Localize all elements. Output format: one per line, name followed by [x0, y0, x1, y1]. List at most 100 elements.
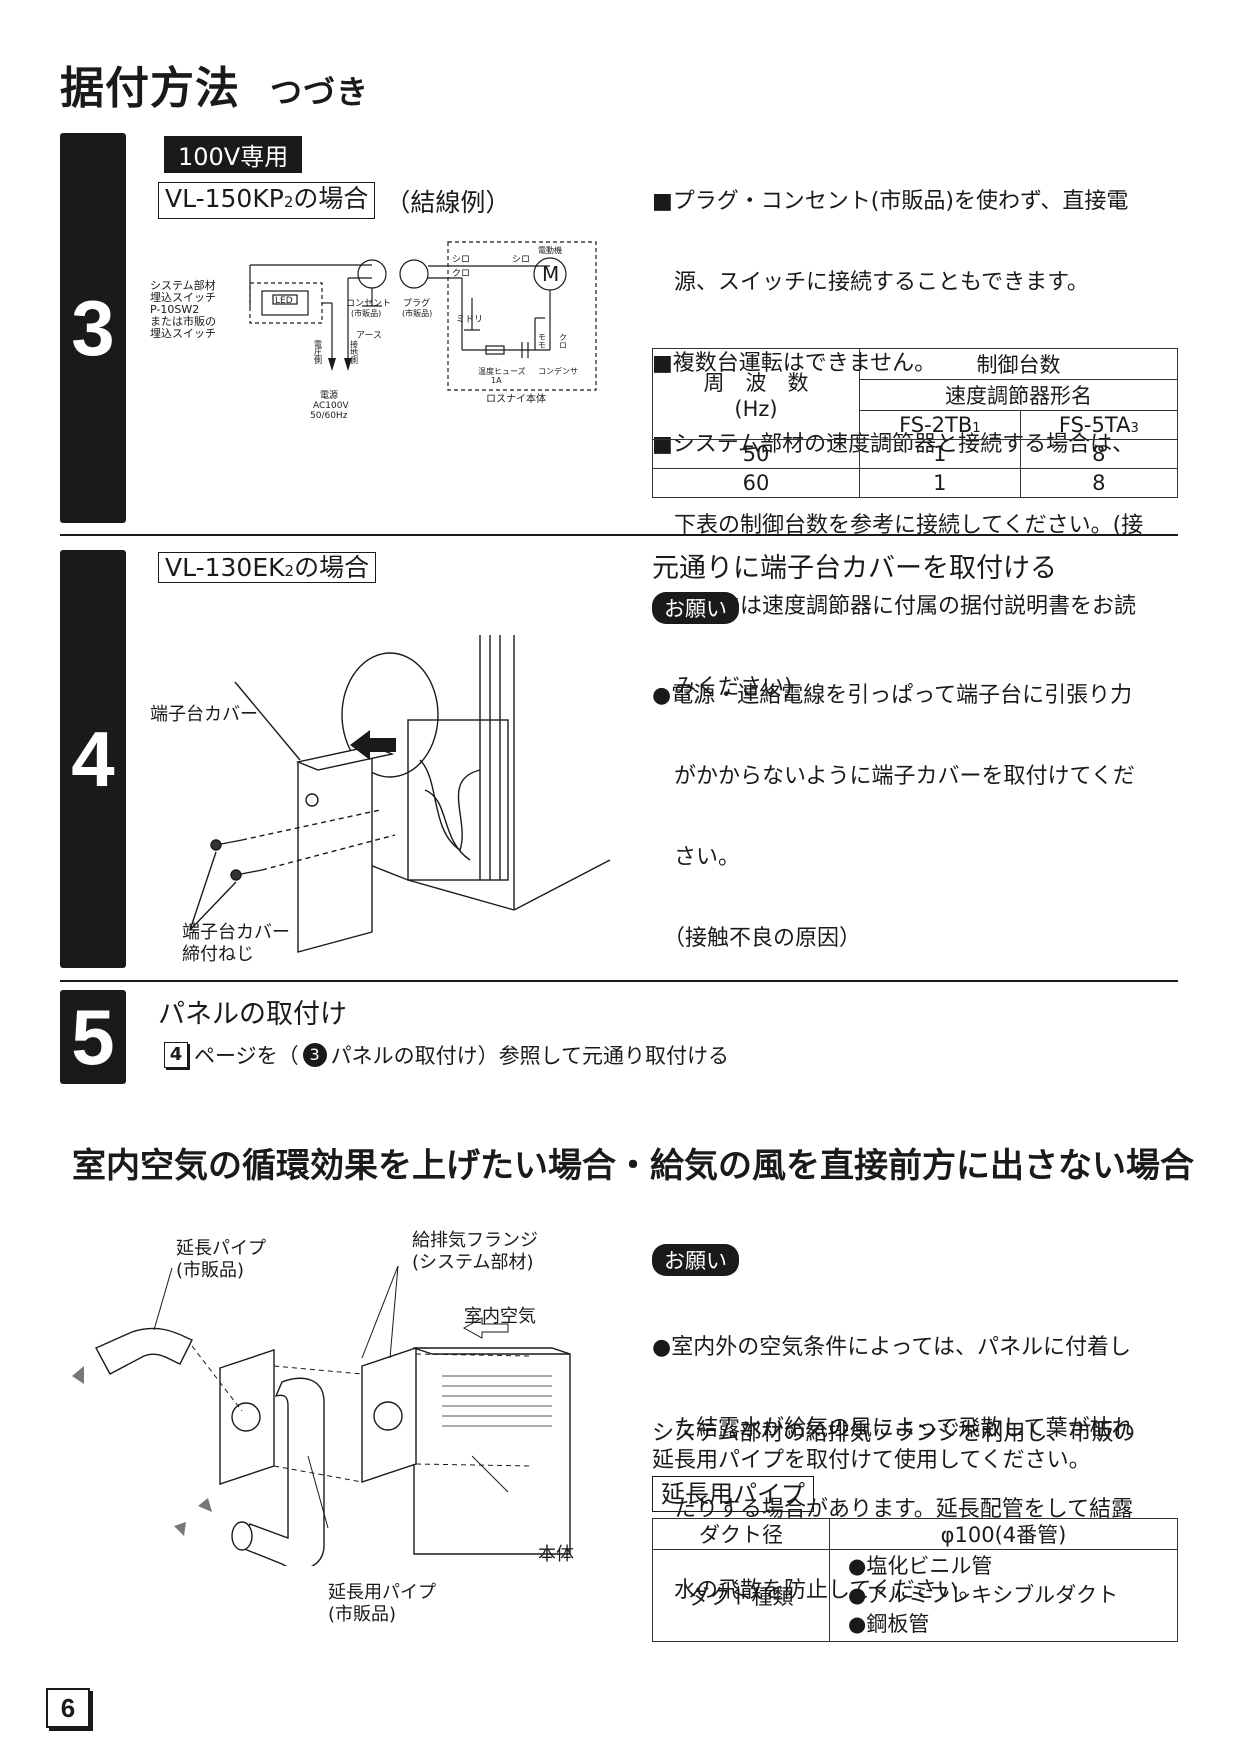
led-box [272, 294, 298, 305]
switch-label-3: P-10SW2 [150, 303, 199, 316]
terminal-cover-illustration [189, 635, 611, 953]
model-name: VL-130EK [165, 553, 285, 582]
body-label: 本体 [538, 1544, 574, 1565]
flange-label: 給排気フランジ (システム部材) [412, 1230, 538, 1274]
col-fs5ta: FS-5TA3 [1019, 410, 1179, 440]
step-3-number: 3 [71, 283, 115, 372]
duct-dia-value: φ100(4番管) [829, 1518, 1178, 1550]
outlet-label: コンセント [346, 298, 391, 309]
duct-type-label: ダクト種類 [652, 1549, 830, 1642]
plug-sub: (市販品) [402, 308, 432, 318]
section-title-bar: 室内空気の循環効果を上げたい場合・給気の風を直接前方に出さない場合 [60, 1140, 1194, 1186]
pipe-bottom-label-2: (市販品) [328, 1604, 397, 1625]
step-4-marker: 4 [60, 550, 126, 968]
page-number: 6 [46, 1688, 90, 1728]
plug-label: プラグ [403, 297, 430, 309]
duct-types: ●塩化ビニル管 ●アルミフレキシブルダクト ●鋼板管 [829, 1549, 1178, 1642]
outlet-sub: (市販品) [351, 308, 381, 318]
upper-pipe [95, 1327, 193, 1375]
insert-arrow [350, 730, 396, 760]
pipe-bottom-label: 延長用パイプ (市販品) [328, 1582, 436, 1626]
divider [60, 980, 1178, 982]
fuse-label: 温度ヒューズ [478, 366, 526, 376]
motor-letter: M [542, 262, 559, 286]
pipe-bottom-label-1: 延長用パイプ [328, 1582, 436, 1603]
model-name-header: 速度調節器形名 [859, 379, 1178, 411]
note-line: （接触不良の原因） [652, 926, 862, 951]
model-name: VL-150KP [165, 184, 284, 213]
leader-screw-1 [189, 851, 217, 931]
screw-label: 端子台カバー 締付ねじ [182, 922, 290, 966]
cover-part [297, 745, 373, 953]
col2-sub: 3 [1130, 421, 1139, 436]
page-ref-box: 4 [164, 1042, 188, 1068]
col-fs2tb: FS-2TB1 [859, 410, 1021, 440]
step-3-model-row: VL-150KP2の場合 （結線例） [158, 182, 510, 219]
capacitor-label: コンデンサ [538, 366, 578, 376]
momo-label: モモ [538, 333, 547, 349]
terminal-block [407, 719, 509, 881]
leader-pipe-bottom [307, 1455, 329, 1529]
step-4-model-row: VL-130EK2の場合 [158, 552, 377, 587]
fuse-symbol [485, 345, 505, 355]
model-suffix: の場合 [293, 184, 369, 213]
step-5-number: 5 [71, 992, 115, 1081]
note-line: がかからないように端子カバーを取付けてくだ [652, 764, 1135, 789]
control-count-header: 制御台数 [859, 348, 1178, 380]
airflow-arrow-1 [198, 1498, 212, 1512]
body-label: ロスナイ本体 [486, 392, 546, 405]
paragraph-line: 延長用パイプを取付けて使用してください。 [652, 1448, 1091, 1473]
step-4-onegai-badge: お願い [652, 592, 739, 624]
switch-label-1: システム部材 [150, 278, 216, 292]
panel-circle [341, 652, 439, 778]
ground-side-label: 接地側 [350, 339, 359, 364]
exhaust-arrow [72, 1366, 84, 1384]
row-a: 1 [859, 468, 1021, 498]
pipe-top-label: 延長パイプ (市販品) [176, 1238, 266, 1282]
switch-label-2: 埋込スイッチ [150, 291, 216, 304]
step-3-model-box: VL-150KP2の場合 [158, 182, 376, 219]
plug-symbol [399, 259, 429, 289]
col2-main: FS-5TA [1058, 413, 1131, 437]
note-line: ●室内外の空気条件によっては、パネルに付着し [652, 1335, 1131, 1360]
note-line: 下表の制御台数を参考に接続してください。(接 [652, 513, 1144, 538]
voltage-tag: 100V専用 [164, 136, 303, 173]
step-ref-circle: 3 [302, 1043, 327, 1067]
pipe-heading: 延長用パイプ [652, 1476, 814, 1512]
leader-flange-right [389, 1265, 399, 1359]
terminal-cover-label: 端子台カバー [150, 704, 258, 725]
freq-header: 周 波 数 (Hz) [652, 348, 860, 440]
section-onegai-badge: お願い [652, 1244, 739, 1276]
row-b: 8 [1019, 468, 1179, 498]
midori-label: ミドリ [456, 315, 483, 325]
screw-label-2: 締付ねじ [182, 944, 254, 965]
switch-label-5: 埋込スイッチ [150, 327, 216, 340]
outlet-symbol [357, 259, 387, 289]
power-label: 電源 [320, 390, 338, 401]
flange-label-1: 給排気フランジ [412, 1230, 538, 1251]
kuro-label-2: クロ [559, 333, 568, 349]
pipe-top-label-2: (市販品) [176, 1260, 245, 1281]
pipe-top-label-1: 延長パイプ [176, 1238, 266, 1259]
main-body [413, 1347, 571, 1555]
lower-pipe [241, 1377, 325, 1566]
divider [60, 534, 1178, 536]
model-sub: 2 [284, 562, 295, 580]
note-line: みください) [652, 675, 793, 700]
note-line: 源、スイッチに接続することもできます。 [652, 270, 1089, 295]
leader-body [471, 1455, 509, 1493]
note-line: たりする場合があります。延長配管をして結露 [652, 1497, 1134, 1522]
wiring-diagram: システム部材 埋込スイッチ P-10SW2 または市販の 埋込スイッチ LED … [150, 241, 597, 421]
shiro-label-2: シロ [512, 255, 530, 265]
section-paragraph: システム部材の給排気フランジを利用し、市販の 延長用パイプを取付けて使用してくだ… [652, 1420, 1135, 1474]
motor-caption: 電動機 [538, 245, 562, 255]
note-line: た結露水が給気の風によって飛散して葉が枯れ [652, 1416, 1134, 1441]
row-a: 1 [859, 439, 1021, 469]
body-box [447, 241, 597, 391]
instruction-part-b: パネルの取付け）参照して元通り取付ける [330, 1044, 729, 1068]
table-row: ダクト径 φ100(4番管) [652, 1518, 1178, 1550]
wiring-note: （結線例） [385, 187, 511, 217]
table-row: 50 1 8 [652, 439, 1179, 469]
room-air-arrow [462, 1317, 509, 1339]
